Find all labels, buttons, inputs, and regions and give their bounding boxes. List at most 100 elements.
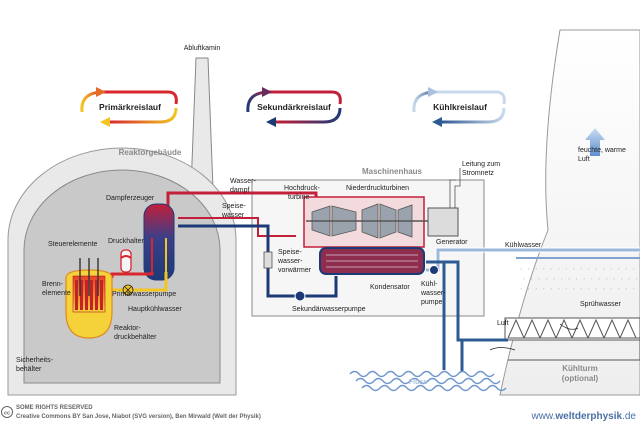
feedwater-label-2: wasser	[221, 212, 245, 219]
control-rods-label: Steuerelemente	[48, 241, 98, 248]
condenser-tubes	[326, 254, 418, 268]
cooling-pump-label-1: Kühl-	[421, 281, 438, 288]
spray-drop: ˏ	[538, 274, 540, 280]
spray-drop: ˏ	[558, 264, 560, 270]
spray-drop: ˏ	[595, 284, 597, 290]
river-wave	[355, 377, 501, 385]
cooling-loop-arrow-top-right	[432, 90, 506, 105]
fuel-rod	[90, 280, 93, 310]
cooling-loop-arrow-bottom	[442, 107, 506, 124]
fill-pack-segment	[507, 318, 525, 339]
cooling-tower-header: Kühlturm	[562, 364, 598, 373]
feedwater-return-pipe	[178, 224, 326, 298]
spray-drop: ˏ	[535, 264, 537, 270]
fill-pack-segment	[539, 318, 557, 339]
fuel-label-2: elemente	[42, 290, 71, 297]
spray-drop: ˏ	[588, 264, 590, 270]
condenser-outlet-pipe	[326, 276, 338, 298]
fuel-rod	[100, 280, 103, 310]
containment-label-2: behälter	[16, 366, 42, 373]
cooling-water-pump	[429, 265, 439, 275]
fuel-label-1: Brenn-	[42, 281, 64, 288]
spray-drop: ˏ	[618, 284, 620, 290]
condenser: Kondensator	[319, 247, 425, 291]
fill-pack-segment	[603, 318, 621, 339]
cooling-tower-subheader: (optional)	[562, 374, 599, 383]
secondary-loop-arrow-top-right	[266, 90, 342, 105]
pressurizer-label: Druckhalter	[108, 238, 144, 245]
spray-drop: ˏ	[625, 284, 627, 290]
spray-drop: ˏ	[580, 284, 582, 290]
cooling-tower-shell	[499, 29, 640, 396]
steam-label-2: dampf	[230, 187, 250, 194]
primary-pump-label: Primärwasserpumpe	[112, 291, 176, 298]
spray-drop: ˏ	[610, 284, 612, 290]
spray-drop: ˏ	[633, 284, 635, 290]
spray-drop: ˏ	[543, 264, 545, 270]
primary-circuit: Dampferzeuger Druckhalter Primärwasserpu…	[16, 195, 182, 373]
spray-drop: ˏ	[553, 274, 555, 280]
cooling-pump-label-3: pumpe	[421, 299, 443, 306]
rpv-label-1: Reaktor-	[114, 325, 142, 332]
steam-generator-label: Dampferzeuger	[106, 195, 155, 202]
secondary-loop-arrowhead-left	[266, 117, 276, 127]
spray-drop: ˏ	[588, 284, 590, 290]
cooling-basin-top	[508, 337, 640, 361]
containment-label-1: Sicherheits-	[16, 357, 54, 364]
spray-drop: ˏ	[531, 274, 533, 280]
license-line-2: Creative Commons BY San Jose, Niabot (SV…	[16, 414, 261, 420]
spray-drop: ˏ	[595, 264, 597, 270]
footer: cc SOME RIGHTS RESERVED Creative Commons…	[1, 405, 636, 422]
cooling-loop-legend: Kühlkreislauf	[412, 87, 506, 127]
river-label: Fluss	[409, 379, 427, 386]
feedwater-preheater	[263, 251, 273, 269]
cooling-water-label: Kühlwasser	[505, 242, 542, 249]
spray-drop: ˏ	[591, 274, 593, 280]
spray-drop: ˏ	[528, 264, 530, 270]
cooling-loop-label: Kühlkreislauf	[433, 102, 487, 112]
license-line-1: SOME RIGHTS RESERVED	[16, 405, 93, 411]
control-rods	[79, 258, 99, 296]
fuel-elements	[75, 280, 103, 310]
fill-pack-segment	[523, 318, 541, 339]
secondary-pump-label: Sekundärwasserpumpe	[292, 306, 366, 313]
spray-drop: ˏ	[528, 284, 530, 290]
hp-turbine-label-1: Hochdruck-	[284, 185, 320, 192]
generator	[427, 207, 459, 237]
steam-generator	[143, 203, 175, 281]
river: Fluss	[349, 370, 507, 392]
pressurizer-level	[120, 255, 132, 259]
spray-drop: ˏ	[558, 284, 560, 290]
spray-drop: ˏ	[523, 274, 525, 280]
fill-pack-segment	[555, 318, 573, 339]
spray-drop: ˏ	[610, 264, 612, 270]
primary-loop-arrowhead-right	[96, 87, 106, 97]
spray-drop: ˏ	[618, 264, 620, 270]
spray-drop: ˏ	[561, 274, 563, 280]
main-coolant-label: Hauptkühlwasser	[128, 306, 182, 313]
spray-drop: ˏ	[580, 264, 582, 270]
spray-drop: ˏ	[520, 264, 522, 270]
fuel-rod	[85, 280, 88, 310]
spray-drop: ˏ	[613, 274, 615, 280]
primary-loop-arrow-top-right	[100, 90, 178, 105]
humid-air-label-2: Luft	[578, 156, 590, 163]
steam-label-1: Wasser-	[230, 178, 256, 185]
secondary-loop-label: Sekundärkreislauf	[257, 102, 331, 112]
grid-label-1: Leitung zum	[462, 161, 500, 168]
humid-air-arrow	[585, 128, 605, 156]
spray-drop: ˏ	[565, 284, 567, 290]
pump-symbol	[124, 286, 132, 294]
spray-drop: ˏ	[550, 264, 552, 270]
fuel-rod	[80, 280, 83, 310]
generator-label: Generator	[436, 239, 468, 246]
spray-water-label: Sprühwasser	[580, 301, 622, 308]
fill-pack-segment	[571, 318, 589, 339]
fuel-rod	[75, 280, 78, 310]
hp-turbine-label-2: turbine	[288, 194, 310, 201]
site-url[interactable]: www.weltderphysik.de	[530, 411, 636, 422]
reactor-building-header: Reaktorgebäude	[119, 148, 182, 157]
spray-drop: ˏ	[573, 284, 575, 290]
